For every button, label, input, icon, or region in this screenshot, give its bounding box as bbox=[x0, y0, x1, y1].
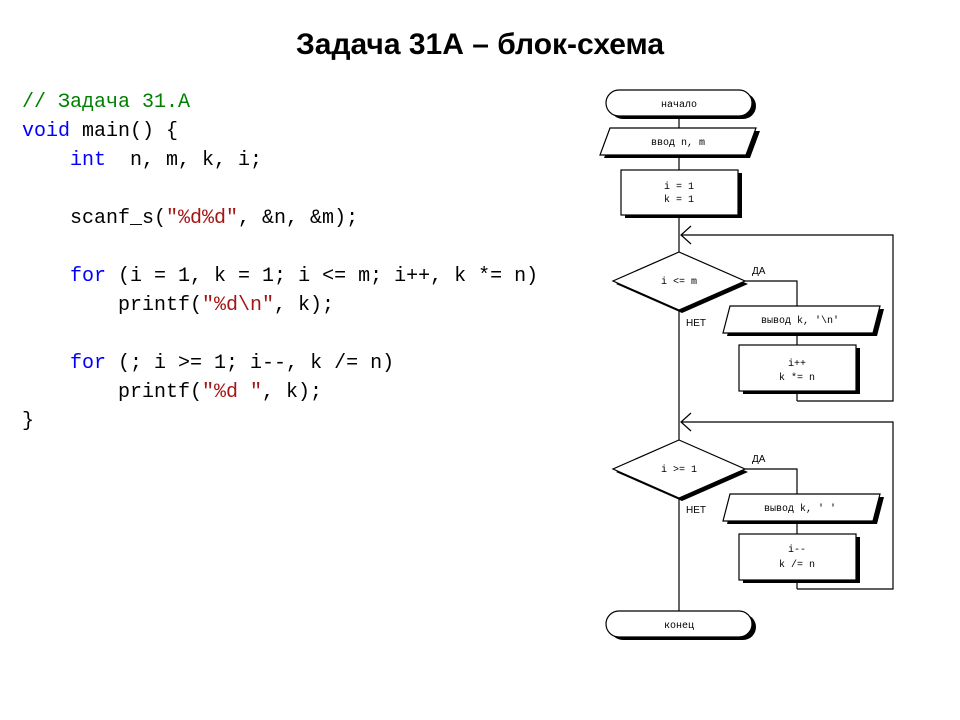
condition2-yes-label: ДА bbox=[752, 454, 766, 465]
code-listing: // Задача 31.А void main() { int n, m, k,… bbox=[22, 88, 538, 436]
output1-block: вывод k, '\n' bbox=[722, 305, 884, 336]
connector bbox=[745, 280, 798, 306]
code-token-plain: scanf_s( bbox=[22, 207, 167, 230]
step1-line-1: i++ bbox=[788, 358, 806, 370]
connector bbox=[745, 468, 798, 494]
code-token-plain: , k); bbox=[274, 294, 335, 317]
code-token-kw: int bbox=[70, 149, 107, 172]
output1-label: вывод k, '\n' bbox=[761, 315, 839, 327]
end-terminator: конец bbox=[605, 610, 756, 640]
code-token-plain: printf( bbox=[22, 381, 203, 404]
code-line: scanf_s("%d%d", &n, &m); bbox=[22, 204, 538, 233]
code-token-plain: , &n, &m); bbox=[238, 207, 359, 230]
loop1-return-line bbox=[681, 234, 894, 402]
output2-block: вывод k, ' ' bbox=[722, 493, 884, 524]
condition2-diamond: i >= 1 bbox=[611, 439, 748, 501]
code-line: // Задача 31.А bbox=[22, 88, 538, 117]
page-title: Задача 31А – блок-схема bbox=[295, 28, 665, 61]
condition1-yes-label: ДА bbox=[752, 266, 766, 277]
condition1-label: i <= m bbox=[661, 276, 697, 288]
loop2-return-line bbox=[681, 421, 894, 590]
input-block: ввод n, m bbox=[599, 127, 760, 158]
code-token-kw: for bbox=[70, 352, 107, 375]
start-label: начало bbox=[661, 100, 697, 111]
condition1-no-label: НЕТ bbox=[686, 318, 706, 329]
code-line: int n, m, k, i; bbox=[22, 146, 538, 175]
code-token-plain: main() { bbox=[70, 120, 179, 143]
code-token-plain: printf( bbox=[22, 294, 203, 317]
init-line-2: k = 1 bbox=[664, 194, 694, 206]
code-token-plain: (; i >= 1; i--, k /= n) bbox=[106, 352, 395, 375]
init-block: i = 1 k = 1 bbox=[620, 169, 742, 218]
step1-block: i++ k *= n bbox=[738, 344, 860, 394]
end-label: конец bbox=[664, 621, 694, 632]
step2-line-1: i-- bbox=[788, 544, 806, 556]
condition2-label: i >= 1 bbox=[661, 464, 697, 476]
step1-line-2: k *= n bbox=[779, 372, 815, 384]
condition2-no-label: НЕТ bbox=[686, 505, 706, 516]
step2-block: i-- k /= n bbox=[738, 533, 860, 583]
output2-label: вывод k, ' ' bbox=[764, 503, 836, 515]
code-line: } bbox=[22, 407, 538, 436]
code-token-str: "%d%d" bbox=[166, 207, 239, 230]
code-token-plain: (i = 1, k = 1; i <= m; i++, k *= n) bbox=[106, 265, 539, 288]
code-line: printf("%d ", k); bbox=[22, 378, 538, 407]
code-token-plain: , k); bbox=[262, 381, 323, 404]
start-terminator: начало bbox=[605, 89, 756, 119]
loop1-arrow bbox=[680, 225, 692, 245]
code-token-plain: n, m, k, i; bbox=[106, 149, 263, 172]
code-token-kw: for bbox=[70, 265, 107, 288]
loop2-arrow bbox=[680, 412, 692, 432]
input-label: ввод n, m bbox=[651, 138, 705, 149]
step2-line-2: k /= n bbox=[779, 559, 815, 571]
condition1-diamond: i <= m bbox=[611, 251, 748, 313]
code-line: printf("%d\n", k); bbox=[22, 291, 538, 320]
code-line: void main() { bbox=[22, 117, 538, 146]
code-token-kw: void bbox=[22, 120, 71, 143]
code-line: for (; i >= 1; i--, k /= n) bbox=[22, 349, 538, 378]
code-token-comment: // Задача 31.А bbox=[22, 91, 191, 114]
code-token-plain: } bbox=[22, 410, 35, 433]
code-token-str: "%d\n" bbox=[202, 294, 275, 317]
code-line: for (i = 1, k = 1; i <= m; i++, k *= n) bbox=[22, 262, 538, 291]
init-line-1: i = 1 bbox=[664, 181, 694, 193]
code-token-str: "%d " bbox=[202, 381, 263, 404]
